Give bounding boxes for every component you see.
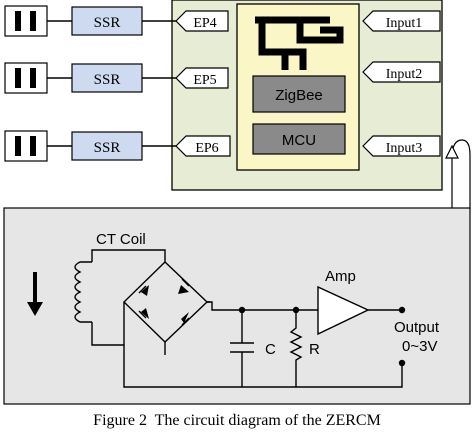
input-port-1: Input1 xyxy=(362,10,441,32)
socket-icon xyxy=(4,62,48,94)
amp-label: Amp xyxy=(325,268,356,285)
ct-coil-label: CT Coil xyxy=(96,231,146,248)
mcu-label: MCU xyxy=(282,132,316,149)
ep-port xyxy=(175,135,231,157)
circuit-panel xyxy=(3,207,471,405)
capacitor-label: C xyxy=(265,341,276,358)
capacitor-icon xyxy=(230,310,254,387)
ep-label: EP5 xyxy=(193,73,216,88)
input-label: Input1 xyxy=(386,16,423,31)
ep-label: EP4 xyxy=(193,16,216,31)
socket-icon xyxy=(4,130,48,162)
output-label: Output xyxy=(394,319,440,336)
ct-coil-icon xyxy=(74,261,92,323)
resistor-label: R xyxy=(309,341,320,358)
input-label: Input3 xyxy=(386,141,423,156)
ep-port xyxy=(175,67,229,89)
resistor-icon xyxy=(289,310,303,387)
input-port-3: Input3 xyxy=(362,135,441,157)
output-range-label: 0~3V xyxy=(402,338,437,355)
ep-port xyxy=(175,10,229,32)
zigbee-label: ZigBee xyxy=(275,87,323,104)
current-arrow-icon xyxy=(27,272,43,316)
mcu-chip xyxy=(252,123,346,155)
figure-caption: Figure 2 The circuit diagram of the ZERC… xyxy=(93,412,381,429)
socket-row-1: SSR EP4 xyxy=(4,5,229,37)
ssr-box xyxy=(71,63,143,93)
socket-icon xyxy=(4,5,48,37)
ssr-label: SSR xyxy=(94,15,121,31)
ssr-label: SSR xyxy=(94,72,121,88)
antenna-icon xyxy=(255,16,344,70)
socket-row-2: SSR EP5 xyxy=(4,62,229,94)
input-label: Input2 xyxy=(386,67,423,82)
ep-label: EP6 xyxy=(195,141,218,156)
input-port-2: Input2 xyxy=(362,61,441,83)
socket-row-3: SSR EP6 xyxy=(4,130,231,162)
ssr-label: SSR xyxy=(94,140,121,156)
zigbee-chip xyxy=(252,75,346,113)
amplifier-icon xyxy=(317,285,370,336)
